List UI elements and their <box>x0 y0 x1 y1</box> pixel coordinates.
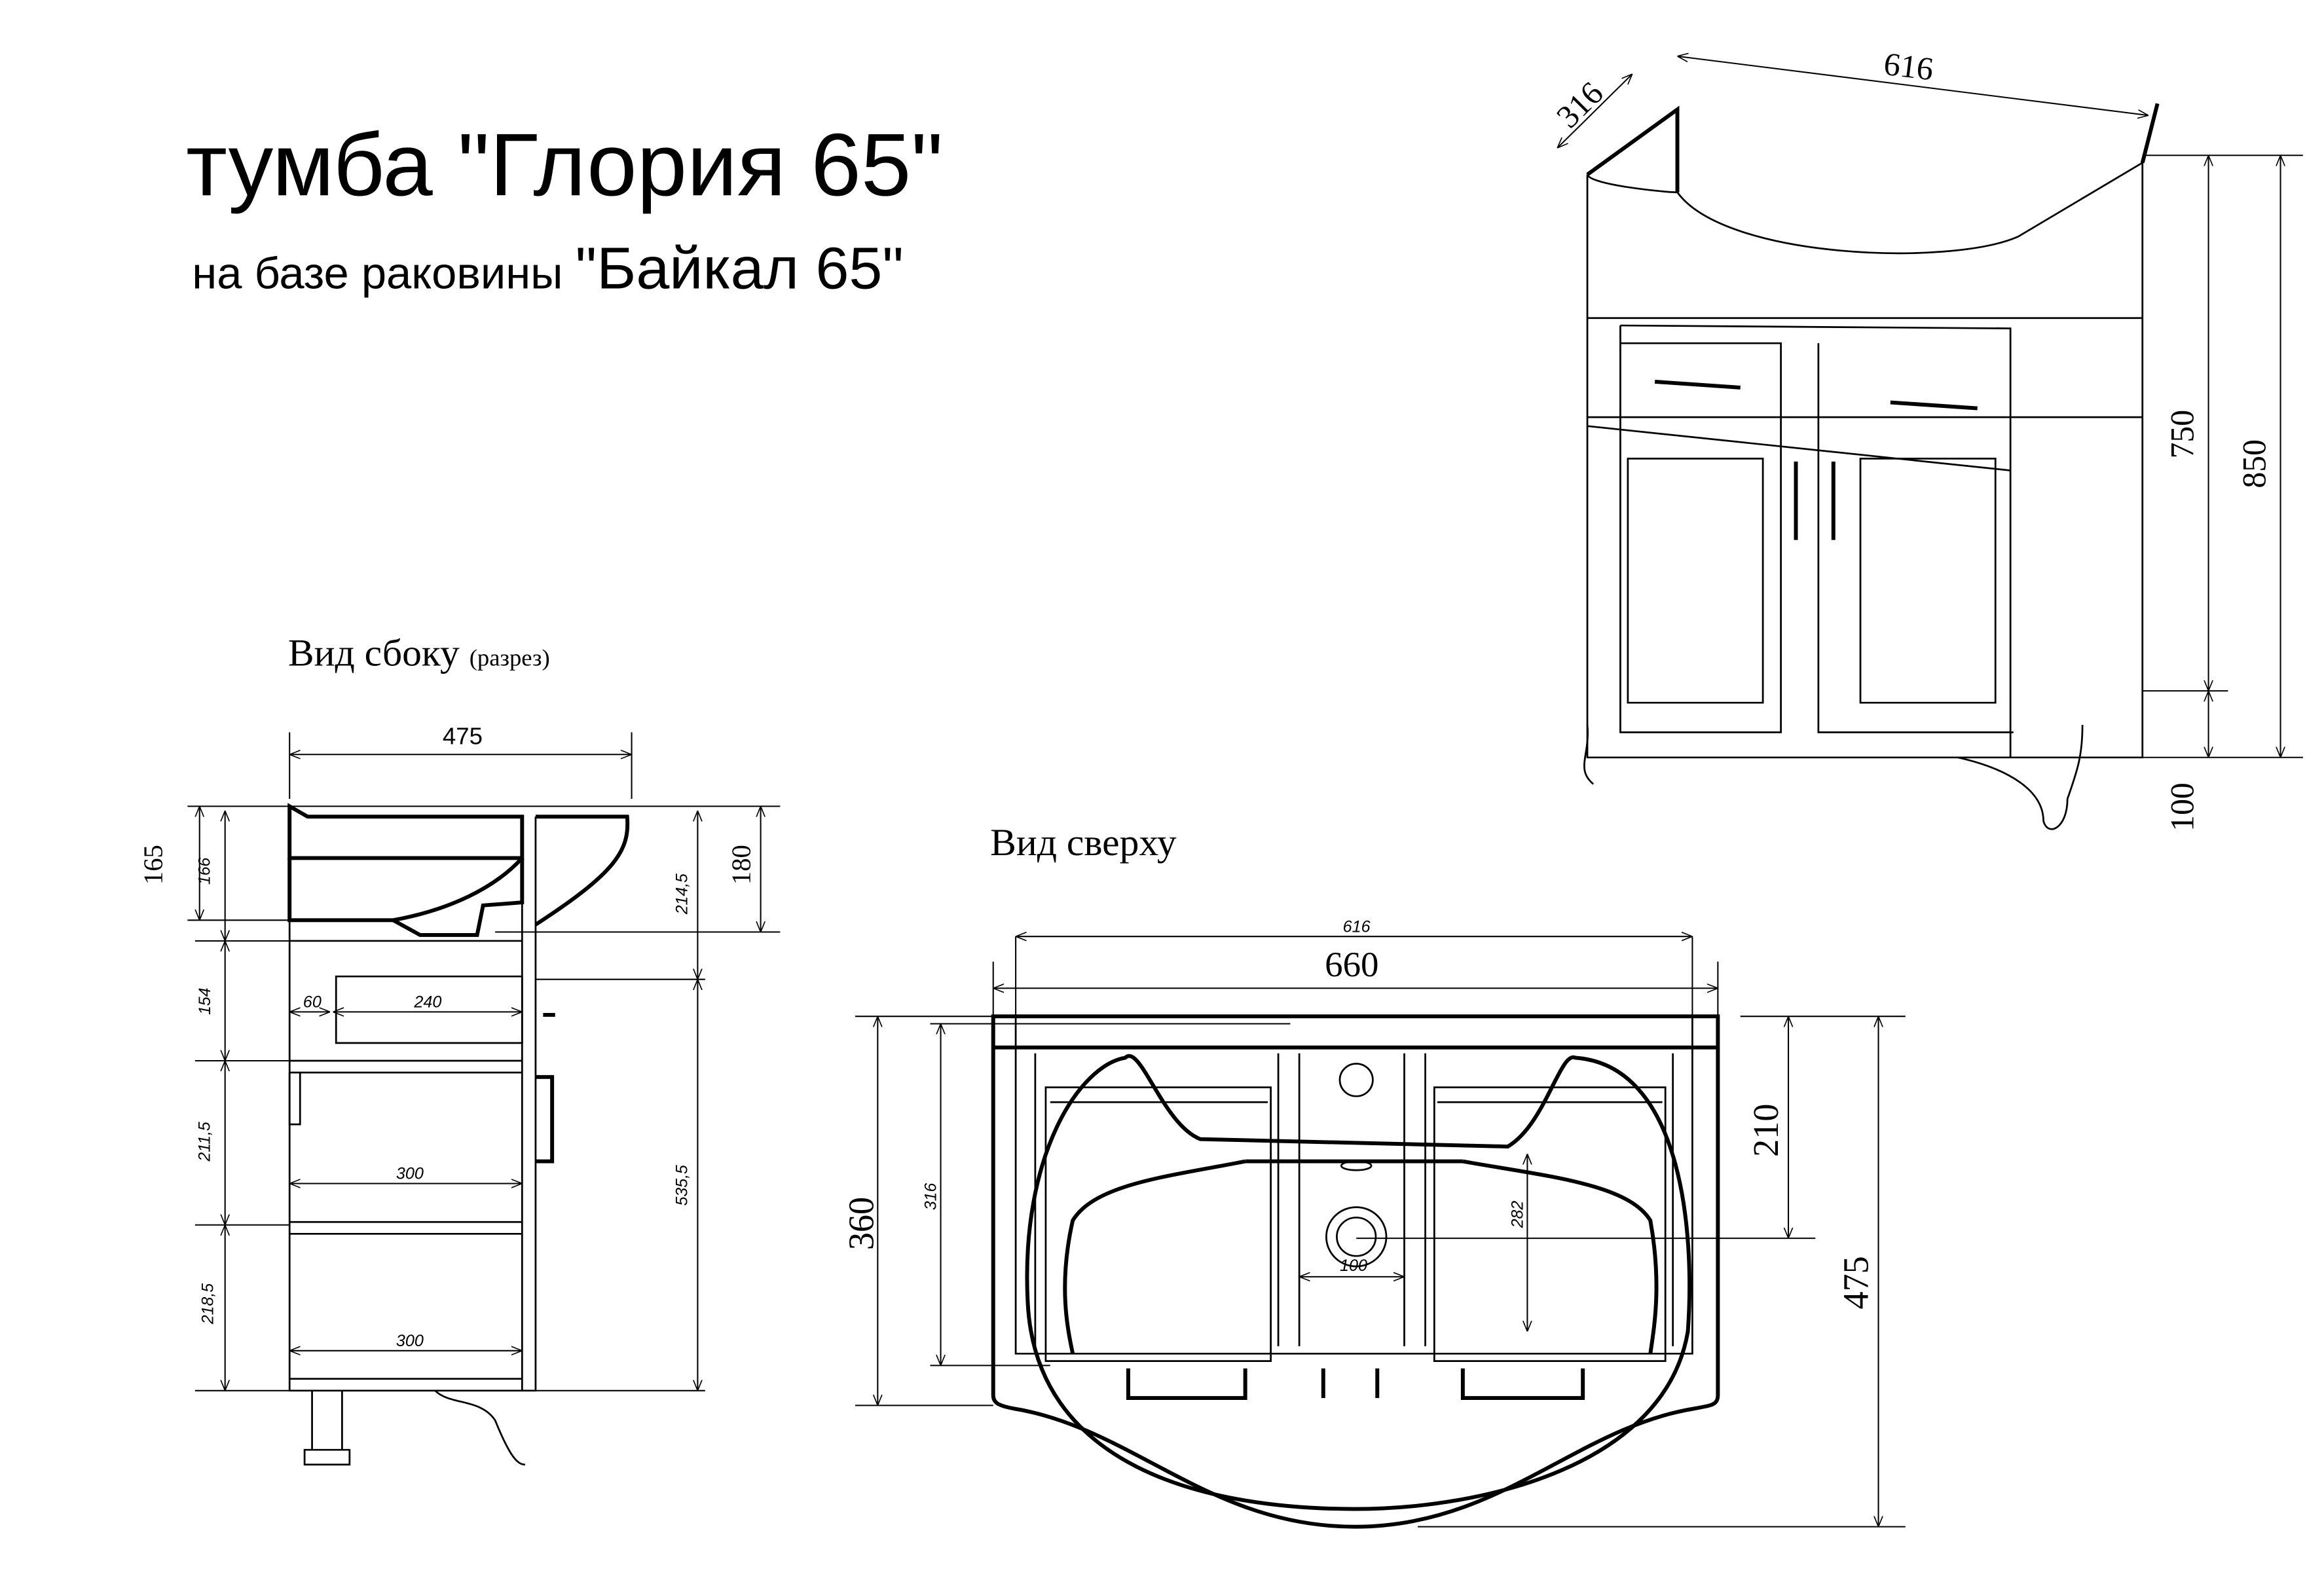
front-depth-label: 316 <box>1549 75 1610 135</box>
side-drawer-height-label: 154 <box>196 987 214 1014</box>
top-inner-depth-label: 282 <box>1508 1201 1526 1229</box>
top-inner-width-label: 616 <box>1343 918 1371 936</box>
top-drain-offset-label: 210 <box>1746 1104 1786 1157</box>
top-outer-width-label: 660 <box>1325 945 1378 985</box>
side-top-offset-label: 214,5 <box>673 873 691 915</box>
side-mid-height-label: 211,5 <box>196 1122 214 1162</box>
side-body-height-label: 535,5 <box>673 1165 691 1205</box>
side-sink-inner-label: 166 <box>196 858 214 885</box>
side-drawer-depth-label: 240 <box>413 993 441 1012</box>
top-drain-diameter-label: 100 <box>1340 1257 1367 1275</box>
subtitle-model: "Байкал 65" <box>576 236 904 301</box>
side-view-label: Вид сбоку (разрез) <box>288 631 550 674</box>
side-sink-total-label: 180 <box>726 845 756 885</box>
top-body-depth-label: 316 <box>922 1183 940 1211</box>
side-sink-height-label: 165 <box>138 845 168 885</box>
side-drawer-offset-label: 60 <box>303 993 322 1012</box>
top-view-label: Вид сверху <box>990 820 1177 864</box>
page-title: тумба "Глория 65" <box>186 115 943 214</box>
side-view-note: (разрез) <box>470 645 550 671</box>
top-view: 616 660 360 316 210 475 282 100 <box>841 918 1906 1529</box>
front-total-height-label: 850 <box>2236 439 2272 488</box>
side-depth-label: 475 <box>443 723 483 750</box>
top-total-depth-label: 475 <box>1835 1256 1875 1309</box>
front-leg-height-label: 100 <box>2164 782 2200 832</box>
side-view: 475 165 166 180 214,5 154 211,5 218,5 53… <box>138 723 781 1466</box>
side-low-height-label: 218,5 <box>198 1283 217 1325</box>
side-shelf1-label: 300 <box>396 1165 424 1183</box>
page-subtitle: на базе раковины "Байкал 65" <box>192 236 904 301</box>
front-width-label: 616 <box>1882 45 1936 87</box>
side-shelf2-label: 300 <box>396 1332 424 1350</box>
front-view: 616 316 750 850 100 <box>1549 45 2303 832</box>
top-sink-depth-label: 360 <box>841 1197 881 1250</box>
front-body-height-label: 750 <box>2164 410 2200 459</box>
subtitle-prefix: на базе раковины <box>192 249 575 298</box>
